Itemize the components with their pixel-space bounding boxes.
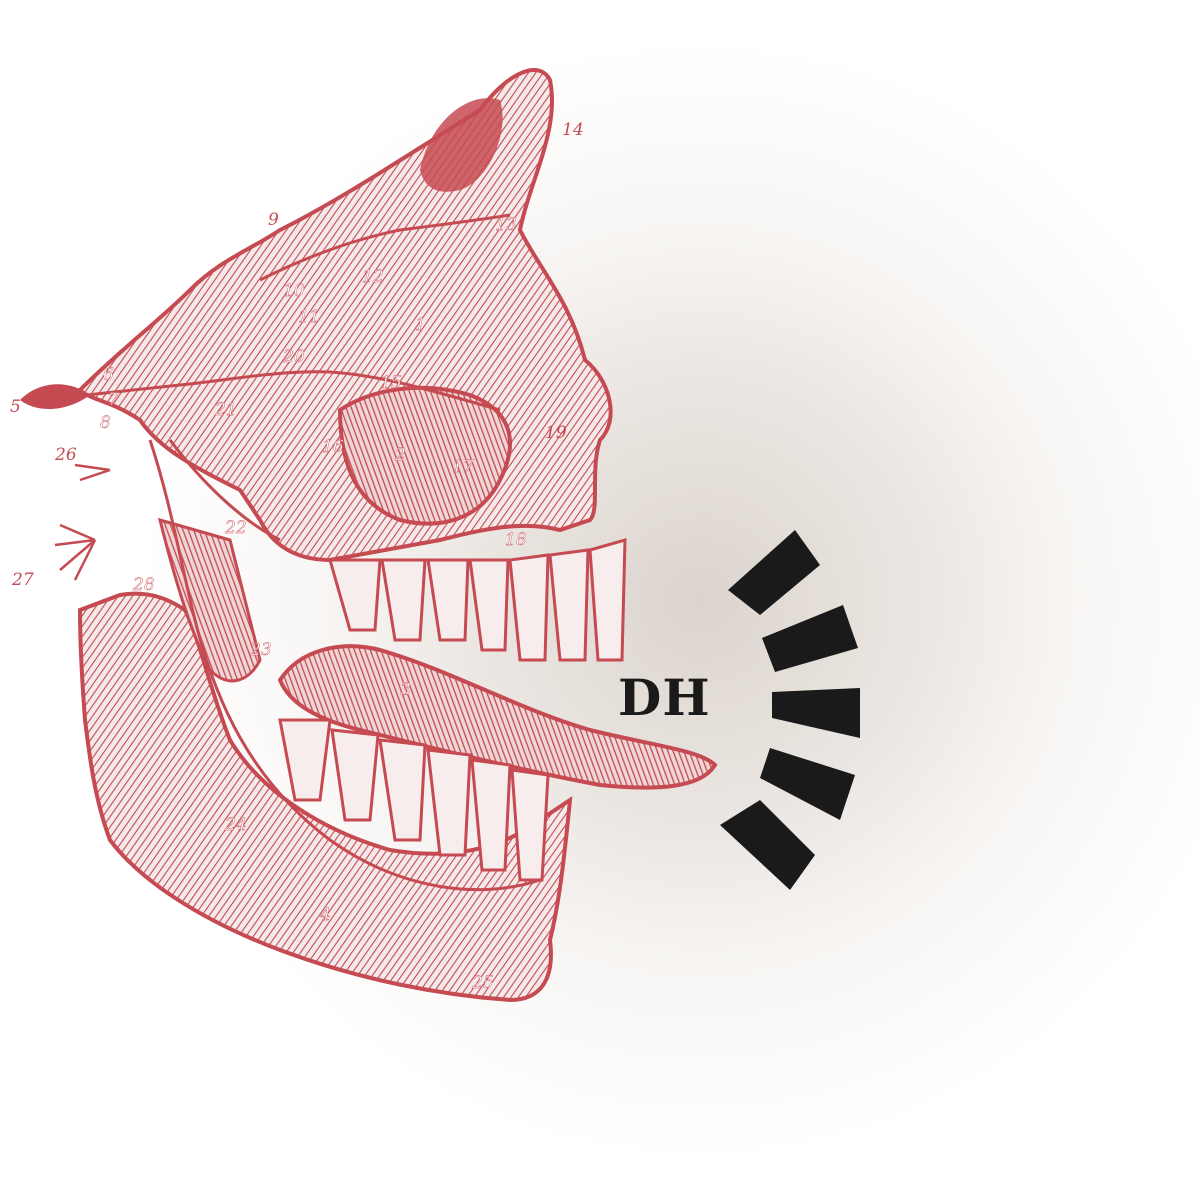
logo-text: DH bbox=[618, 668, 711, 727]
anatomy-labels: 1 2 3 4 5 6 7 8 9 10 11 12 13 14 15 16 1… bbox=[10, 120, 584, 993]
label-27: 27 bbox=[11, 570, 34, 590]
label-2: 2 bbox=[394, 445, 406, 465]
label-21: 21 bbox=[214, 400, 237, 420]
label-15: 15 bbox=[380, 373, 402, 393]
mandible-shape bbox=[77, 591, 573, 1003]
label-20: 20 bbox=[282, 347, 305, 367]
label-7: 7 bbox=[108, 390, 119, 410]
ramus-shape bbox=[157, 517, 262, 683]
label-26: 26 bbox=[54, 445, 77, 465]
label-24: 24 bbox=[224, 815, 247, 835]
label-3: 3 bbox=[400, 680, 411, 700]
nerve-root-left bbox=[20, 384, 90, 410]
label-23: 23 bbox=[249, 640, 272, 660]
label-6: 6 bbox=[103, 365, 114, 385]
label-13: 13 bbox=[495, 215, 517, 235]
label-28: 28 bbox=[132, 575, 155, 595]
nerve-lines bbox=[39, 213, 541, 892]
lower-teeth bbox=[278, 718, 550, 882]
label-10: 10 bbox=[283, 281, 305, 301]
upper-teeth bbox=[328, 537, 627, 662]
label-25: 25 bbox=[471, 973, 494, 993]
label-19: 19 bbox=[545, 423, 567, 443]
label-5: 5 bbox=[10, 397, 21, 417]
sound-wave-icon bbox=[720, 530, 860, 890]
label-14: 14 bbox=[562, 120, 584, 140]
label-4: 4 bbox=[319, 905, 331, 925]
nerve-branches bbox=[54, 463, 111, 581]
label-22: 22 bbox=[224, 518, 247, 538]
label-8: 8 bbox=[100, 413, 111, 433]
skull-shape bbox=[77, 68, 613, 563]
label-1: 1 bbox=[415, 315, 426, 335]
label-9: 9 bbox=[268, 210, 279, 230]
label-11: 11 bbox=[298, 307, 320, 327]
label-12: 12 bbox=[362, 267, 384, 287]
orbit-shape bbox=[420, 98, 503, 192]
label-16: 16 bbox=[322, 437, 344, 457]
label-17: 17 bbox=[452, 457, 474, 477]
label-18: 18 bbox=[505, 530, 527, 550]
